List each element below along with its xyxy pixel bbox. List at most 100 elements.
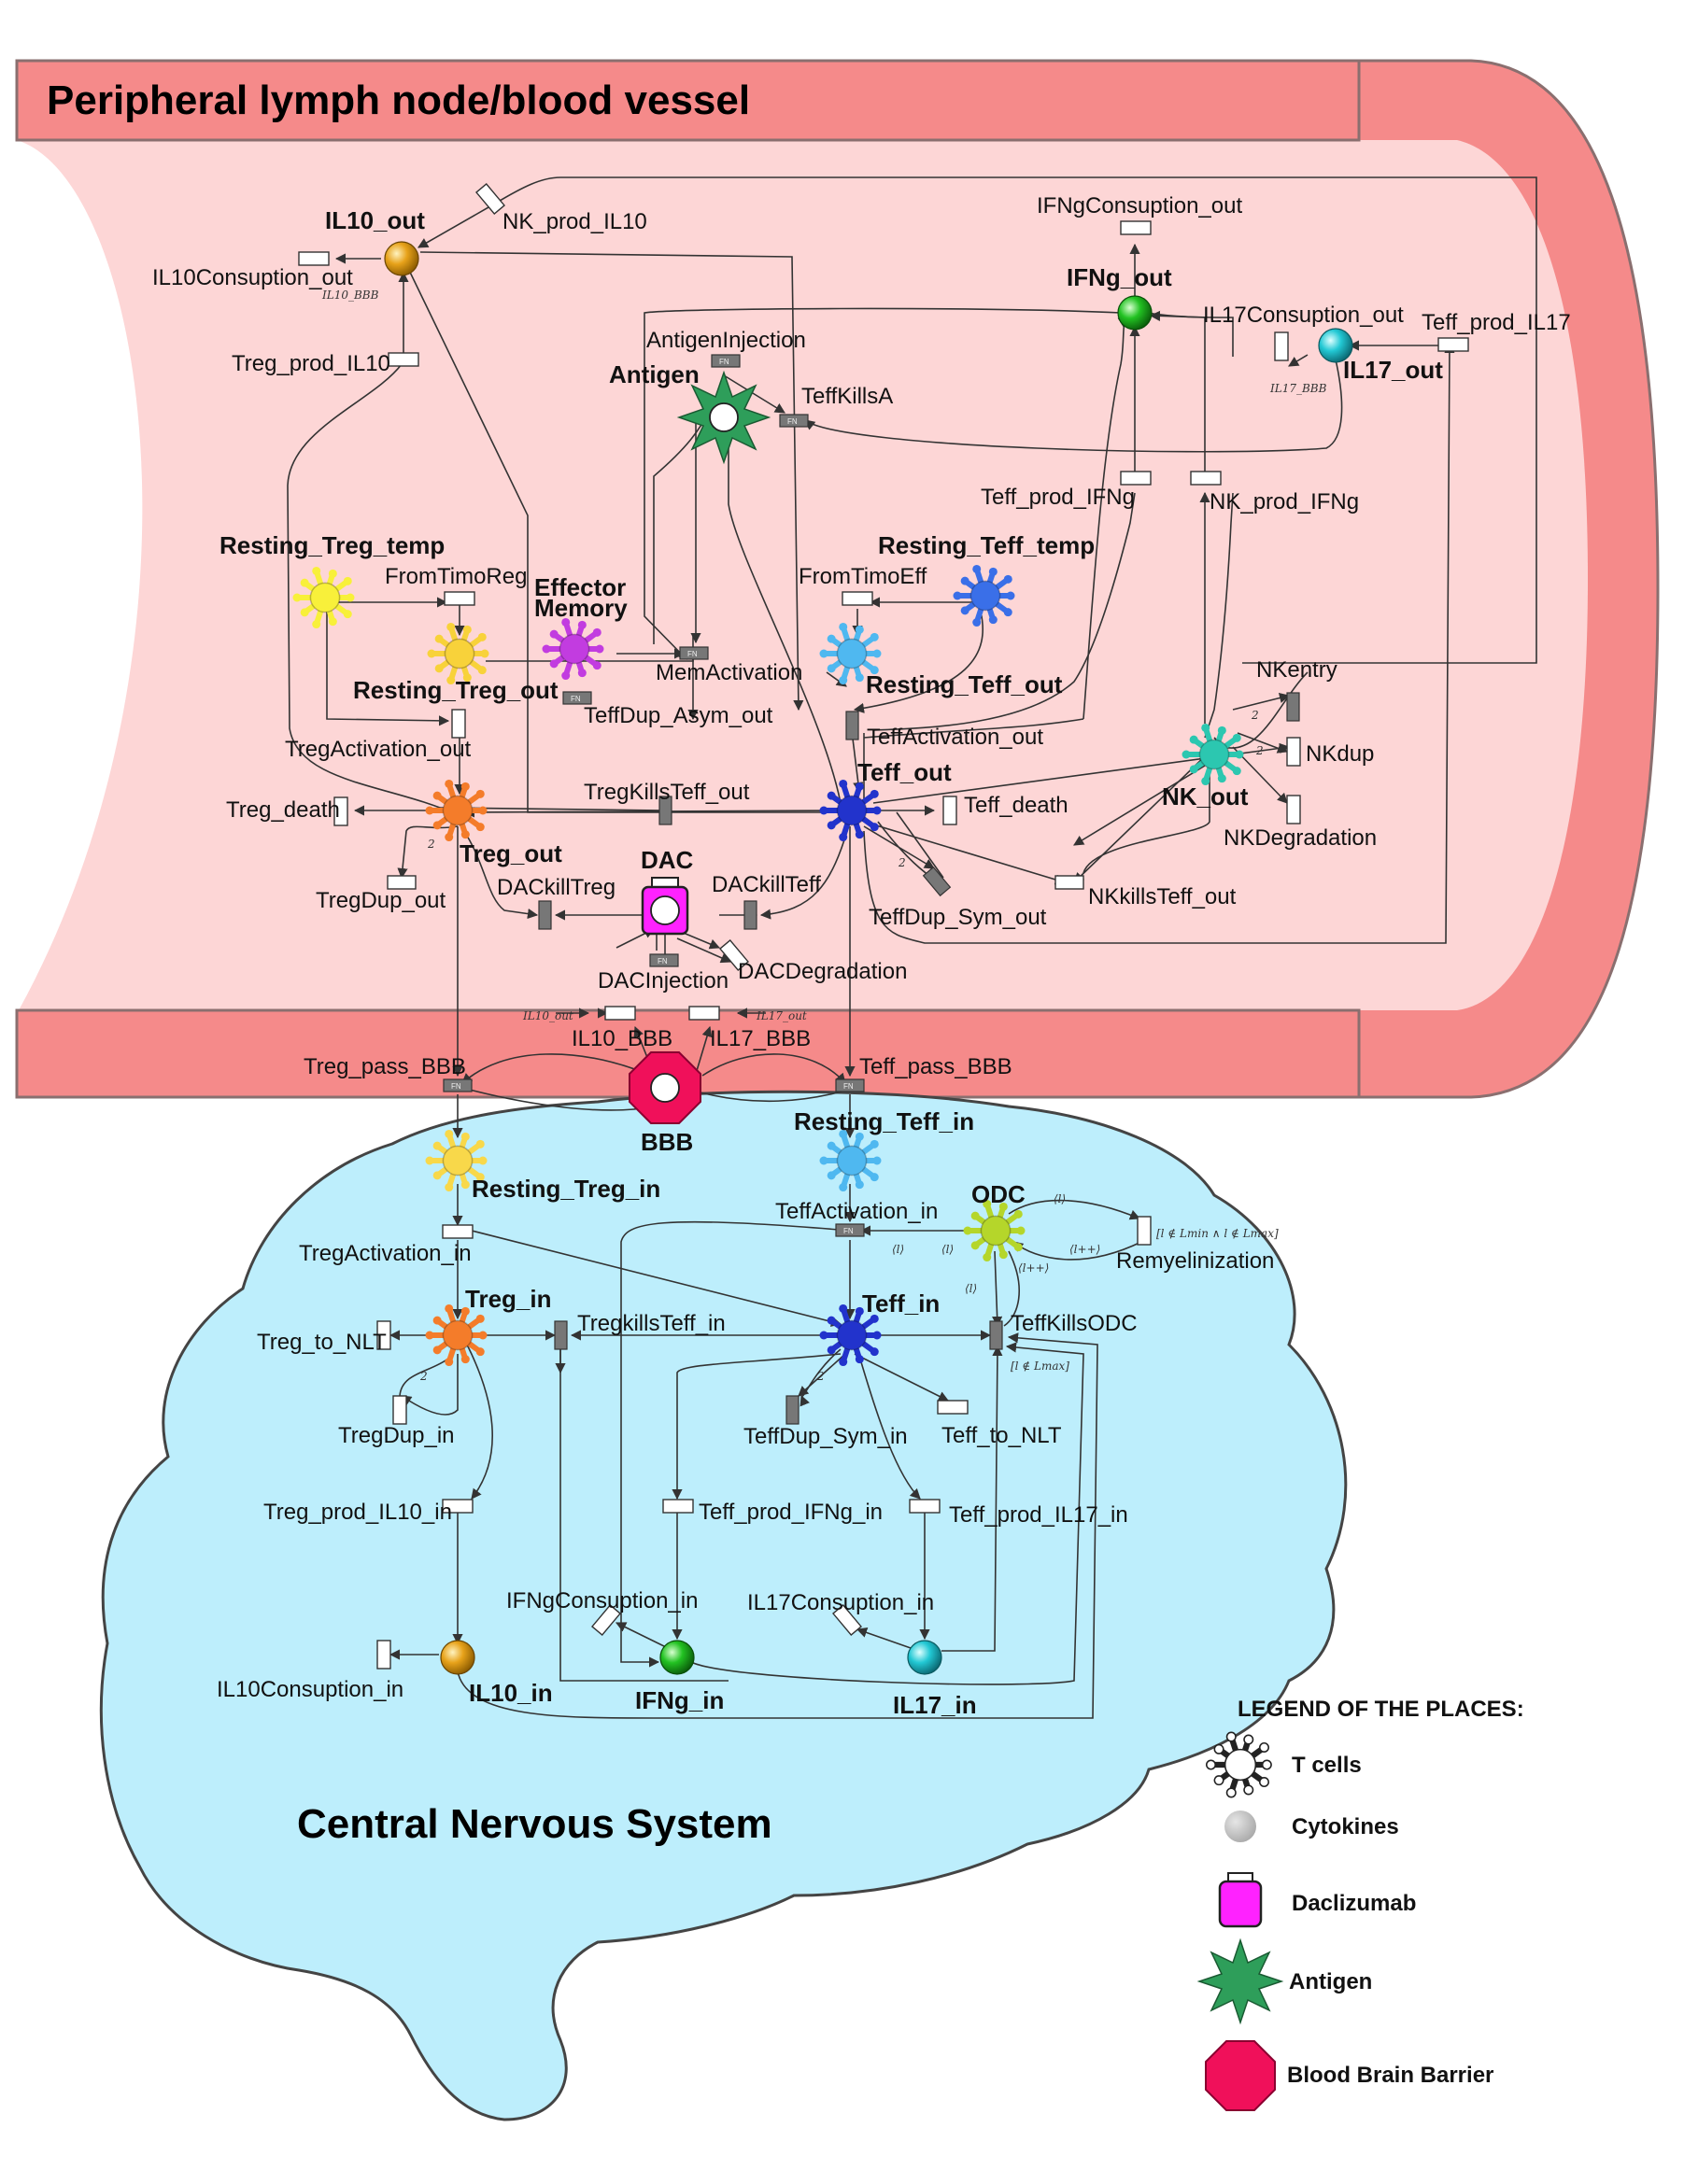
transition-il10-bbb <box>604 1006 636 1021</box>
transition-label: TeffDup_Asym_out <box>584 703 773 728</box>
arc <box>1073 755 1206 883</box>
transition-label: DACkillTreg <box>497 875 616 900</box>
arc <box>1003 1250 1020 1327</box>
legend-title: LEGEND OF THE PLACES: <box>1238 1697 1524 1722</box>
transition-remyelinization <box>1137 1216 1152 1246</box>
transition-tregdup-in <box>392 1395 407 1425</box>
transition-label: DACDegradation <box>738 959 907 984</box>
transition-label: FromTimoEff <box>799 564 927 589</box>
fn-tag: FN <box>787 417 798 426</box>
arc <box>858 1355 921 1500</box>
arc <box>798 1353 846 1397</box>
place-label: ODC <box>971 1180 1026 1208</box>
transition-label: TeffDup_Sym_out <box>869 905 1047 930</box>
arc <box>676 937 732 964</box>
arc <box>863 821 1067 885</box>
fn-tag: FN <box>719 358 729 366</box>
place-label: IL10_out <box>325 206 425 234</box>
transition-label: NKDegradation <box>1224 825 1377 851</box>
transition-tregkillsteff-out <box>658 796 672 825</box>
transition-label: Teff_prod_IFNg <box>981 485 1135 510</box>
arc <box>1213 671 1309 749</box>
fn-tag: FN <box>687 650 698 658</box>
legend-label: Cytokines <box>1292 1814 1399 1839</box>
transition-label: NKentry <box>1256 657 1337 683</box>
var-annotation: ⟨l⟩ <box>892 1243 904 1256</box>
transition-il17-bbb <box>688 1006 720 1021</box>
transition-teff-prod-il17 <box>1437 337 1469 352</box>
cytokine-icon <box>1224 1811 1256 1842</box>
place-label: IL17_in <box>893 1691 977 1719</box>
arc <box>419 251 804 712</box>
place-resting-treg-out <box>427 622 489 685</box>
transition-label: Treg_to_NLT <box>257 1330 387 1355</box>
legend-label: Daclizumab <box>1292 1891 1416 1916</box>
transition-label: IL10Consuption_in <box>217 1677 403 1702</box>
tcell-icon-shape <box>1205 1731 1272 1798</box>
fn-tags-layer: FN FN FN FN FN FN FN FN <box>451 358 854 1235</box>
transition-label: AntigenInjection <box>646 328 806 353</box>
place-label: NK_out <box>1162 782 1249 810</box>
arc <box>466 1344 493 1500</box>
arc <box>471 1230 842 1327</box>
arc <box>1073 765 1206 846</box>
arc <box>695 1025 713 1075</box>
arc <box>457 1332 1098 1719</box>
place-resting-teff-in <box>819 1129 882 1192</box>
place-il10-out <box>384 241 419 276</box>
place-ifng-in <box>659 1640 695 1675</box>
fn-tag: FN <box>843 1227 854 1235</box>
arc <box>403 258 831 813</box>
transition-label: NKkillsTeff_out <box>1088 884 1237 909</box>
transition-label: FromTimoReg <box>385 564 527 589</box>
arc-weight: 2 <box>816 1370 825 1383</box>
transition-nk-prod-il10 <box>475 183 505 215</box>
transition-label: Treg_prod_IL10 <box>232 351 390 376</box>
place-treg-out <box>425 779 488 842</box>
arc <box>1237 732 1289 754</box>
arc <box>1083 317 1129 720</box>
fn-tag: FN <box>843 1082 854 1091</box>
place-label: BBB <box>641 1128 693 1156</box>
var-annotation: ⟨l++⟩ <box>1018 1261 1049 1275</box>
place-label: Resting_Teff_temp <box>878 531 1095 559</box>
transition-nkkillsteff-out <box>1054 875 1084 890</box>
transition-label: IFNgConsuption_out <box>1037 193 1242 218</box>
arc <box>620 1220 851 1668</box>
transition-label: Teff_pass_BBB <box>859 1054 1012 1079</box>
var-annotation: [l ∉ Lmax] <box>1011 1360 1069 1373</box>
place-treg-in <box>425 1303 488 1367</box>
transition-treg-pass-bbb <box>443 1078 473 1092</box>
transition-treg-prod-il10 <box>388 352 419 367</box>
var-annotation: ⟨l⟩ <box>965 1282 977 1295</box>
legend: LEGEND OF THE PLACES: T cells Cytokines … <box>1196 1697 1524 2111</box>
arc-weight: 2 <box>898 856 906 869</box>
arc <box>494 176 1537 664</box>
place-label: IFNg_in <box>635 1686 724 1714</box>
transition-teffdup-asym-out <box>562 691 592 705</box>
transition-nkdup <box>1286 737 1301 767</box>
arc <box>759 821 851 920</box>
arc <box>1288 354 1309 367</box>
arc <box>399 1358 449 1397</box>
transition-label: IL17Consuption_in <box>747 1590 934 1615</box>
place-ifng-out <box>1117 295 1153 331</box>
arc <box>644 307 1122 660</box>
transition-label: Teff_prod_IFNg_in <box>699 1500 883 1525</box>
place-label: Resting_Teff_in <box>794 1107 974 1135</box>
place-label: IL17_out <box>1343 356 1443 384</box>
place-label: Antigen <box>609 360 700 388</box>
arc <box>417 203 496 248</box>
fn-tag: FN <box>571 695 581 703</box>
place-il17-out <box>1318 328 1353 363</box>
arc <box>723 374 785 414</box>
transition-dackillteff <box>743 900 757 930</box>
transition-label: TeffKillsODC <box>1011 1311 1138 1336</box>
bbb-icon <box>1205 2040 1276 2111</box>
tcells-layer <box>292 564 1244 1367</box>
arc <box>853 611 984 713</box>
transition-label: TeffActivation_in <box>775 1199 938 1224</box>
place-il10-in <box>440 1640 475 1675</box>
transition-nkdegradation <box>1286 795 1301 824</box>
transition-label: TeffKillsA <box>801 384 893 409</box>
